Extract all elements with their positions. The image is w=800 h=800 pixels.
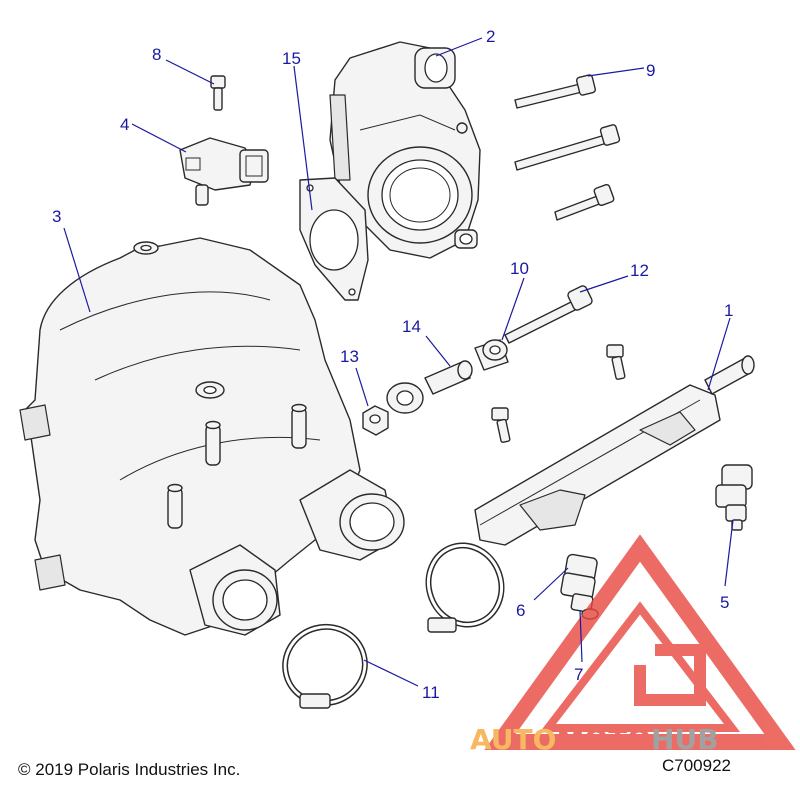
part-11-hose-clamps	[282, 542, 505, 709]
callout-9: 9	[646, 61, 655, 80]
grommet	[386, 382, 424, 414]
callout-10: 10	[510, 259, 529, 278]
part-8-bolt	[210, 75, 226, 111]
svg-text:AUTOMOTOHUB: AUTOMOTOHUB	[470, 723, 719, 756]
callout-8: 8	[152, 45, 161, 64]
callout-3: 3	[52, 207, 61, 226]
part-3-intake-plenum	[19, 237, 405, 636]
callout-15: 15	[282, 49, 301, 68]
copyright-notice: © 2019 Polaris Industries Inc.	[18, 760, 241, 779]
watermark-hub: HUB	[651, 723, 719, 756]
callout-6: 6	[516, 601, 525, 620]
part-2-throttle-body	[329, 41, 481, 259]
callout-2: 2	[486, 27, 495, 46]
callout-12: 12	[630, 261, 649, 280]
part-5-injector	[715, 464, 753, 531]
small-bolts	[491, 344, 626, 443]
watermark-auto: AUTO	[470, 723, 556, 756]
callout-labels: 2 3 4 8 9 15 10 12 14 13 1 5 6 7 11	[52, 27, 733, 702]
callout-14: 14	[402, 317, 421, 336]
part-4-map-sensor	[179, 137, 269, 206]
callout-4: 4	[120, 115, 129, 134]
part-10-bushing	[474, 339, 509, 371]
callout-13: 13	[340, 347, 359, 366]
leader-lines	[63, 37, 734, 687]
callout-7: 7	[574, 665, 583, 684]
callout-11: 11	[422, 683, 440, 702]
diagram-code: C700922	[662, 756, 732, 775]
part-15-gasket	[299, 177, 369, 301]
callout-1: 1	[724, 301, 733, 320]
part-14-spacer	[424, 360, 473, 395]
part-9-bolts	[514, 74, 621, 221]
part-13-nut	[362, 405, 389, 436]
watermark-moto: MOTO	[556, 723, 651, 756]
part-12-long-bolt	[504, 285, 593, 344]
automotohub-watermark: AUTOMOTOHUB	[470, 534, 796, 756]
callout-5: 5	[720, 593, 729, 612]
part-1-fuel-rail	[474, 355, 755, 546]
